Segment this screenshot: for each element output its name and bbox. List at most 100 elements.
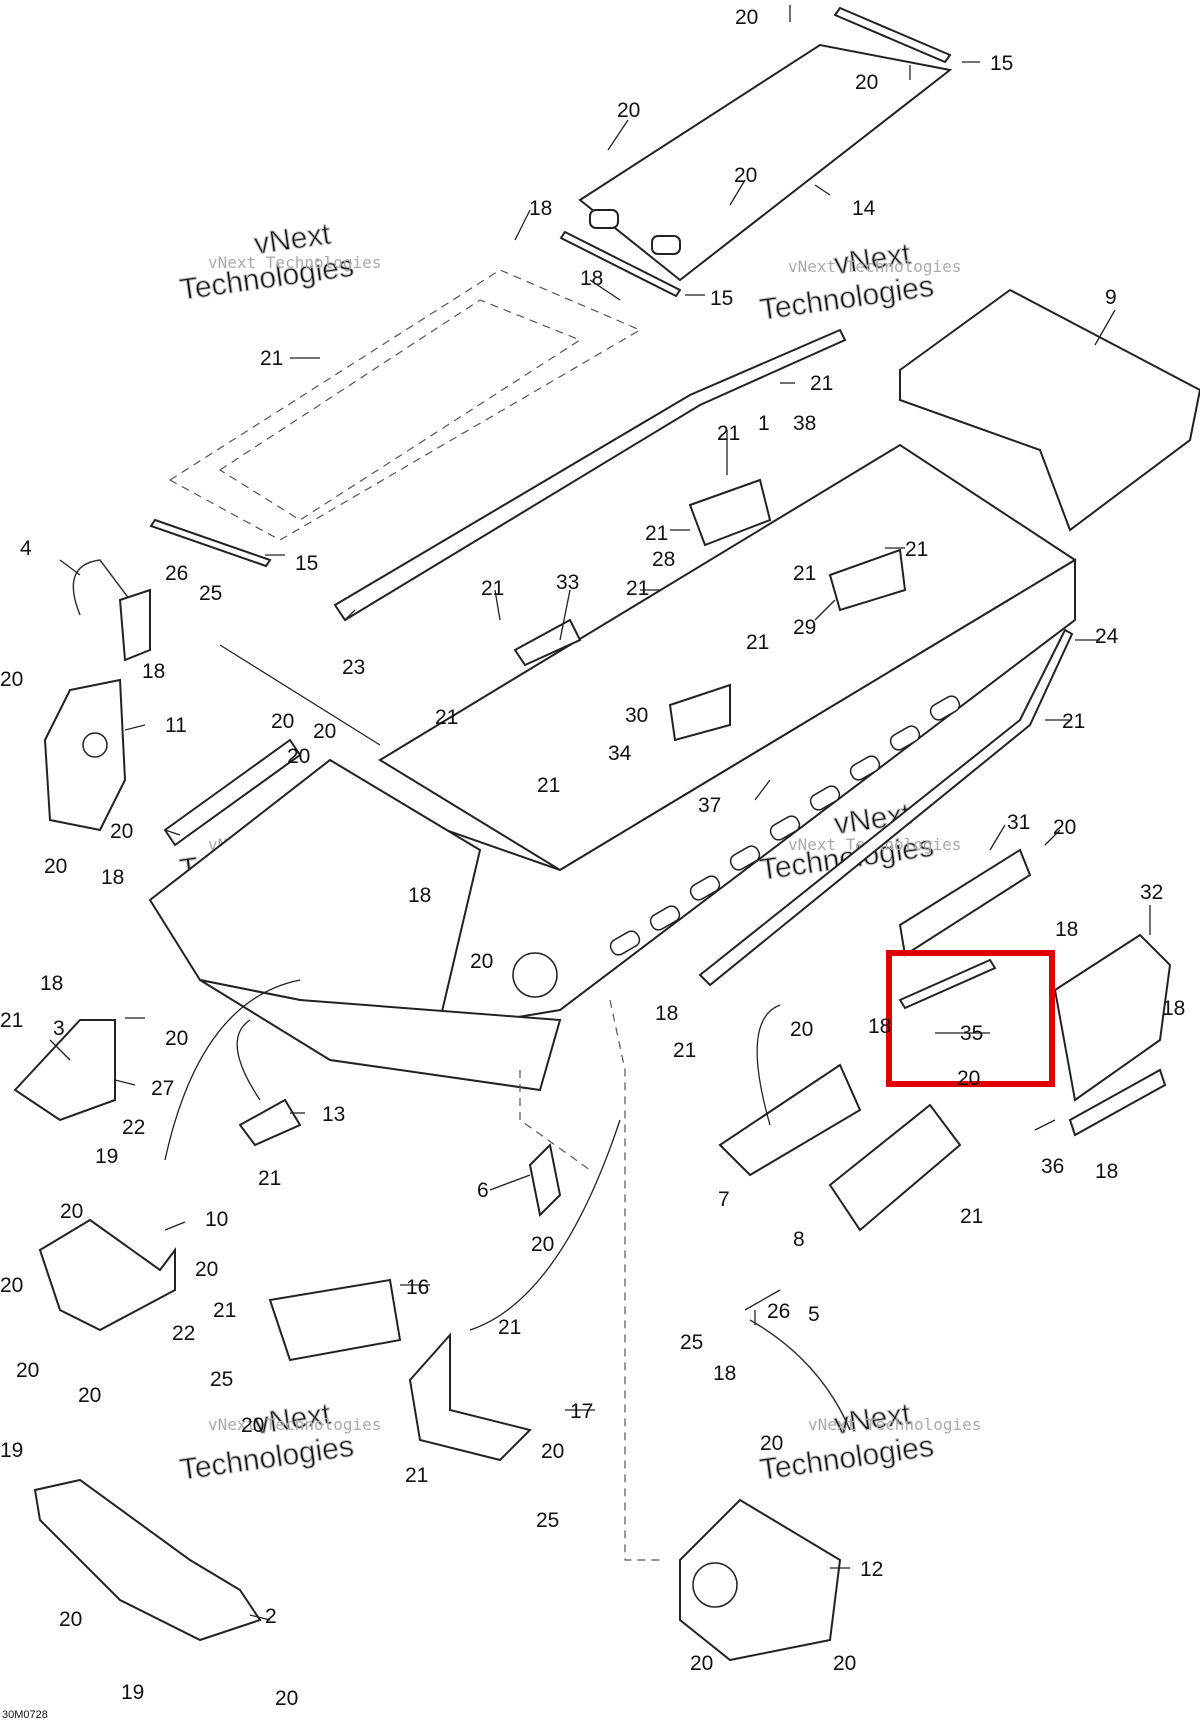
bracket-3 <box>13 1019 116 1122</box>
callout: 20 <box>275 1687 298 1710</box>
callout: 20 <box>60 1200 83 1223</box>
callout: 20 <box>241 1414 264 1437</box>
callout: 13 <box>322 1103 345 1126</box>
highlight-box-part-35 <box>886 950 1055 1087</box>
callout: 20 <box>735 6 758 29</box>
callout: 18 <box>868 1015 891 1038</box>
plate-2 <box>33 1478 262 1642</box>
callout: 18 <box>1162 997 1185 1020</box>
callout: 33 <box>556 571 579 594</box>
bracket-6 <box>528 1142 562 1218</box>
front-frame-hole <box>512 952 558 998</box>
callout: 25 <box>680 1331 703 1354</box>
watermark-caption-6: vNext Technologies <box>808 1415 981 1434</box>
seat-panel-outline <box>168 269 642 541</box>
callout: 3 <box>53 1017 65 1040</box>
strip-15-middle <box>559 230 682 298</box>
callout: 35 <box>960 1022 983 1045</box>
callout: 21 <box>717 422 740 445</box>
side-rail-24 <box>698 628 1074 987</box>
callout: 18 <box>40 972 63 995</box>
callout: 20 <box>59 1608 82 1631</box>
callout: 36 <box>1041 1155 1064 1178</box>
callout: 21 <box>645 522 668 545</box>
callout: 23 <box>342 656 365 679</box>
leader-lines <box>49 5 1151 1621</box>
callout: 21 <box>673 1039 696 1062</box>
callout: 25 <box>536 1509 559 1532</box>
callout: 18 <box>1095 1160 1118 1183</box>
plate-12 <box>679 1498 842 1662</box>
bracket-7 <box>718 1063 862 1177</box>
part-35 <box>898 958 997 1010</box>
bracket-10 <box>38 1218 176 1332</box>
callout: 18 <box>580 267 603 290</box>
callout: 17 <box>570 1400 593 1423</box>
clamp-right <box>651 235 681 255</box>
callout: 2 <box>265 1605 277 1628</box>
callout: 11 <box>165 714 187 737</box>
callout: 20 <box>734 164 757 187</box>
callout: 20 <box>470 950 493 973</box>
callout: 18 <box>713 1362 736 1385</box>
callout: 21 <box>960 1205 983 1228</box>
callout: 20 <box>855 71 878 94</box>
front-base <box>199 979 562 1092</box>
callout: 15 <box>990 52 1013 75</box>
callout: 16 <box>406 1276 429 1299</box>
callout: 20 <box>833 1652 856 1675</box>
callout: 20 <box>110 820 133 843</box>
callout: 22 <box>122 1116 145 1139</box>
bracket-18-left <box>118 588 151 662</box>
callout: 18 <box>1055 918 1078 941</box>
bracket-33 <box>513 618 582 667</box>
bracket-28 <box>688 478 772 547</box>
callout: 20 <box>760 1432 783 1455</box>
callout: 21 <box>905 538 928 561</box>
callout: 38 <box>793 412 816 435</box>
callout: 21 <box>498 1316 521 1339</box>
callout: 15 <box>710 287 733 310</box>
bracket-13 <box>238 1098 302 1147</box>
callout: 15 <box>295 552 318 575</box>
bracket-37 <box>163 738 302 847</box>
callout: 21 <box>435 706 458 729</box>
callout: 26 <box>165 562 188 585</box>
callout: 20 <box>690 1652 713 1675</box>
callout: 21 <box>0 1009 23 1032</box>
side-plate-11 <box>43 678 127 832</box>
callout: 12 <box>860 1558 883 1581</box>
callout: 18 <box>529 197 552 220</box>
callout: 25 <box>210 1368 233 1391</box>
callout: 37 <box>698 794 721 817</box>
callout: 20 <box>271 710 294 733</box>
callout: 4 <box>20 537 32 560</box>
callout: 22 <box>172 1322 195 1345</box>
watermark-caption-5: vNext Technologies <box>208 1415 381 1434</box>
strip-15-lower <box>149 518 272 568</box>
callout: 27 <box>151 1077 174 1100</box>
callout: 5 <box>808 1303 820 1326</box>
bar-5 <box>749 1319 851 1431</box>
callout: 7 <box>718 1188 730 1211</box>
callout: 20 <box>0 1274 23 1297</box>
callout: 18 <box>408 884 431 907</box>
watermark-caption-1: vNext Technologies <box>208 253 381 272</box>
bracket-16 <box>268 1278 402 1362</box>
callout: 20 <box>313 720 336 743</box>
callout: 10 <box>205 1208 228 1231</box>
seat-base-plate <box>578 43 953 282</box>
callout: 18 <box>655 1002 678 1025</box>
plate-12-hole <box>692 1562 738 1608</box>
callout: 25 <box>199 582 222 605</box>
bracket-29 <box>828 548 907 612</box>
callout: 20 <box>790 1018 813 1041</box>
bracket-8 <box>828 1103 962 1232</box>
plate-11-hole <box>82 732 108 758</box>
callout: 20 <box>287 745 310 768</box>
callout: 18 <box>142 660 165 683</box>
callout: 21 <box>626 577 649 600</box>
callout: 24 <box>1095 625 1119 648</box>
callout: 19 <box>121 1681 144 1704</box>
callout-labels: 20 15 20 20 20 14 18 18 15 21 15 21 9 21… <box>0 6 1185 1710</box>
